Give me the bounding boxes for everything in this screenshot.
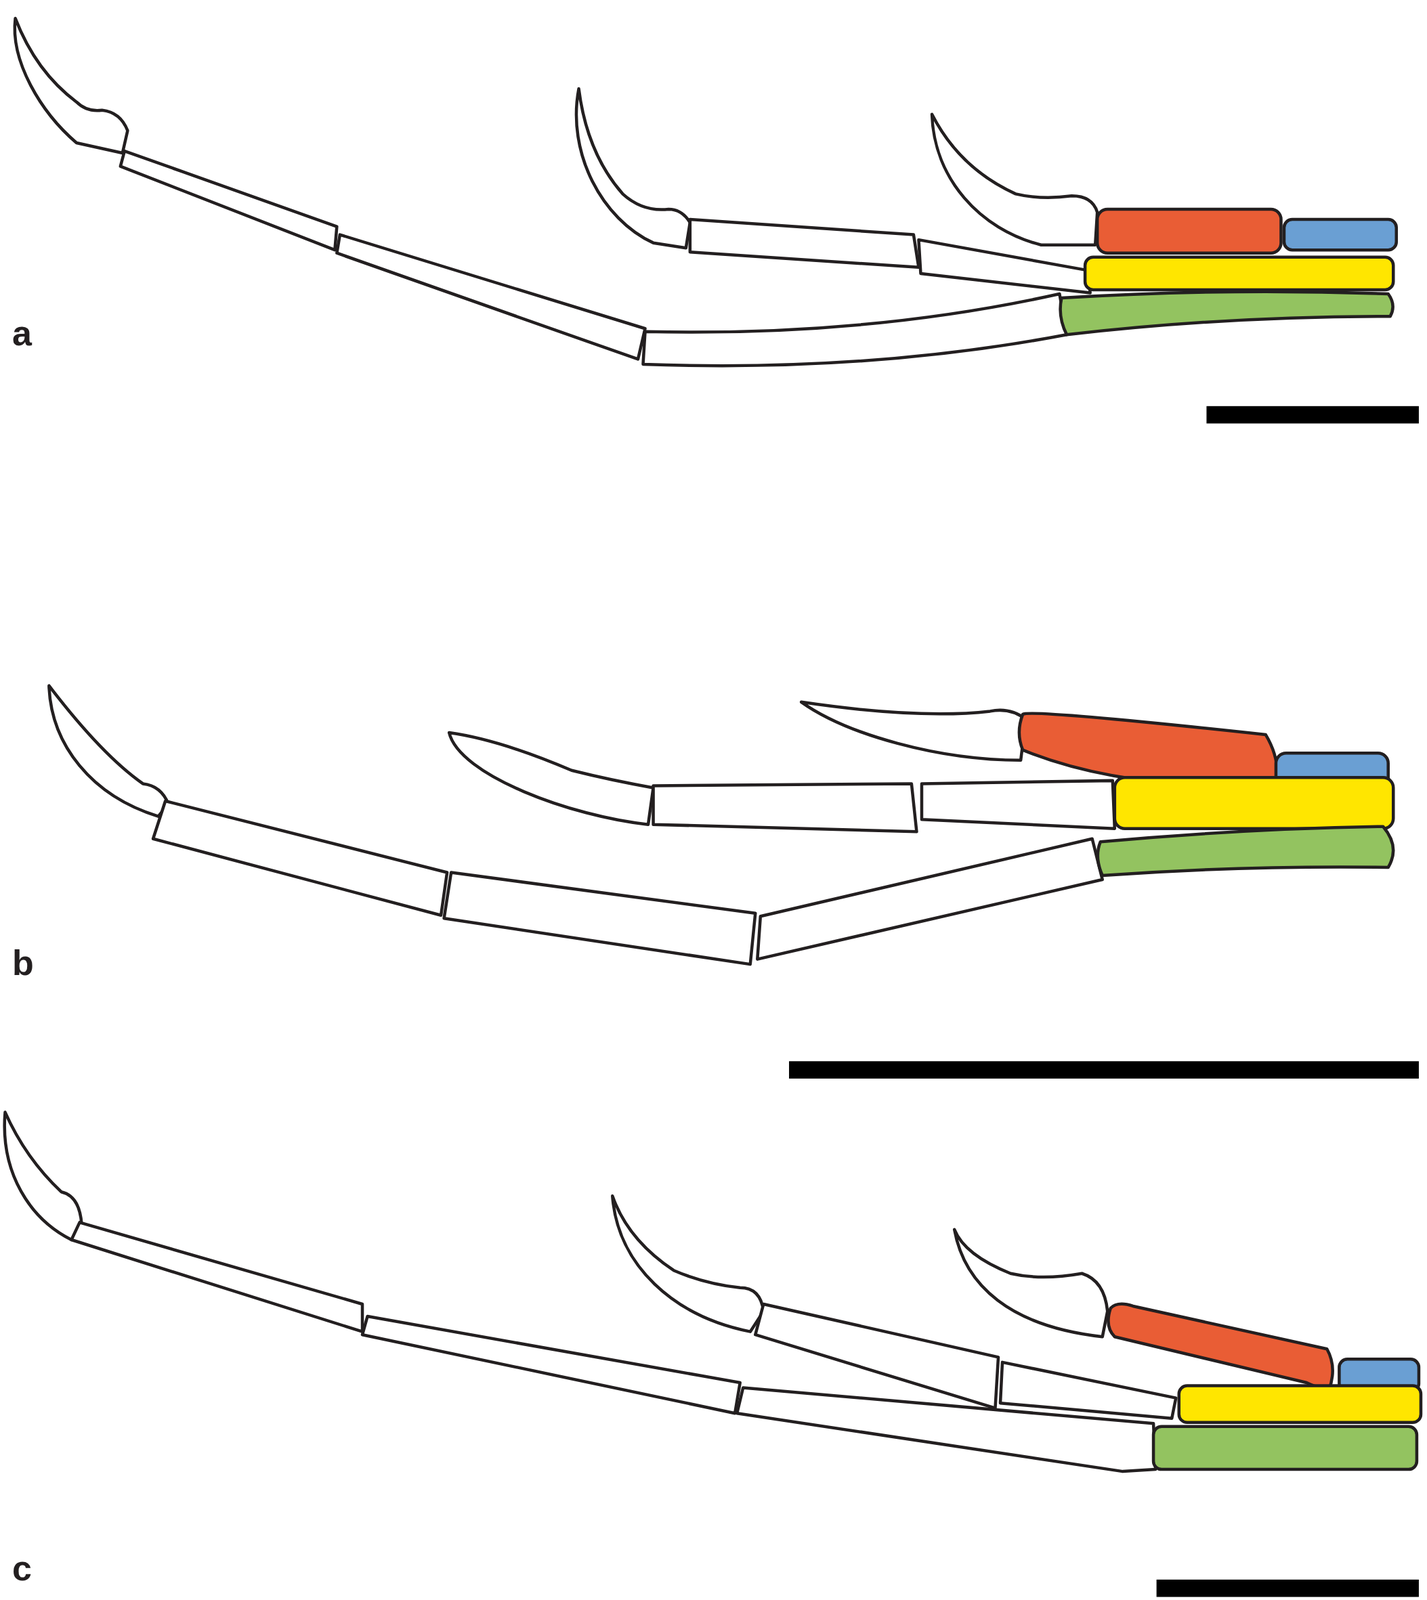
phalanx <box>120 151 338 250</box>
metacarpal <box>1284 219 1397 250</box>
phalanx <box>757 839 1102 960</box>
ungual <box>801 702 1027 761</box>
phalanx <box>153 801 447 916</box>
metacarpal <box>1179 1386 1421 1423</box>
phalanx <box>918 239 1090 293</box>
metacarpal <box>1114 777 1394 829</box>
panel-letter: a <box>12 315 32 351</box>
ungual <box>14 18 129 154</box>
ungual <box>931 114 1098 246</box>
scale-bar <box>789 1061 1419 1079</box>
phalanx <box>921 780 1115 829</box>
phalanx <box>690 219 920 268</box>
phalanx <box>755 1304 999 1409</box>
ungual <box>954 1229 1108 1337</box>
ungual <box>612 1196 764 1332</box>
phalanx <box>444 872 756 965</box>
metacarpal <box>1108 1304 1333 1391</box>
phalanx <box>643 293 1067 366</box>
panel-letter: b <box>12 945 34 981</box>
hand-c <box>4 1112 1421 1598</box>
ungual <box>48 686 168 817</box>
phalanx <box>71 1222 364 1332</box>
hand-b <box>48 686 1419 1079</box>
metacarpal <box>1153 1427 1417 1470</box>
ungual <box>449 732 653 825</box>
phalanx <box>336 235 645 360</box>
scale-bar <box>1156 1580 1419 1598</box>
panel-letter: c <box>12 1550 32 1587</box>
phalanx <box>1000 1362 1176 1419</box>
metacarpal <box>1084 257 1394 290</box>
metacarpal <box>1060 291 1394 336</box>
phalanx <box>362 1316 741 1414</box>
hand-a <box>14 18 1419 424</box>
phalanx <box>653 783 918 832</box>
metacarpal <box>1097 209 1281 254</box>
ungual <box>576 88 691 248</box>
scale-bar <box>1206 406 1419 424</box>
metacarpal <box>1019 713 1278 787</box>
metacarpal <box>1097 826 1394 876</box>
ungual <box>4 1112 82 1241</box>
